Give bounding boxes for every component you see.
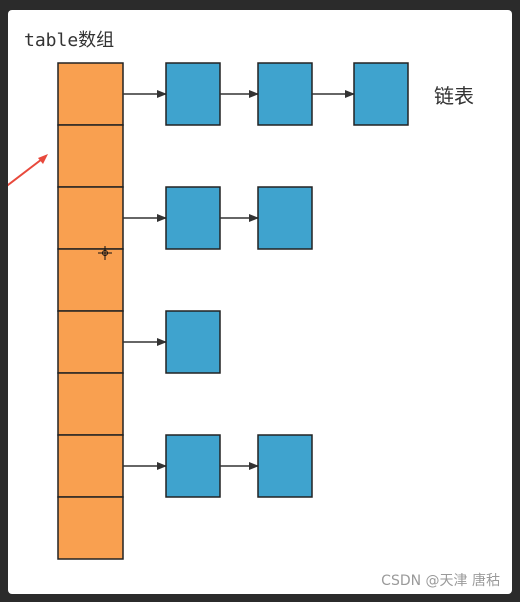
diagram-title: table数组 — [24, 30, 115, 51]
table-cell — [57, 186, 124, 250]
table-cell — [57, 62, 124, 126]
list-node — [165, 434, 221, 498]
table-cell — [57, 434, 124, 498]
crosshair-cursor-center — [102, 250, 108, 256]
table-cell — [57, 248, 124, 312]
list-node — [257, 62, 313, 126]
list-node — [165, 310, 221, 374]
list-node — [165, 62, 221, 126]
hash-table-diagram — [8, 62, 409, 560]
list-node — [257, 186, 313, 250]
pointer-arrow — [8, 155, 47, 187]
list-node — [165, 186, 221, 250]
table-cell — [57, 124, 124, 188]
linked-list-label: 链表 — [434, 84, 474, 108]
list-node — [353, 62, 409, 126]
pointer-arrowhead — [38, 154, 48, 164]
table-cell — [57, 372, 124, 436]
watermark: CSDN @天津 唐秙 — [381, 573, 500, 589]
diagram-canvas: table数组 链表 CSDN @天津 唐秙 — [8, 10, 512, 594]
table-cell — [57, 496, 124, 560]
list-node — [257, 434, 313, 498]
table-cell — [57, 310, 124, 374]
